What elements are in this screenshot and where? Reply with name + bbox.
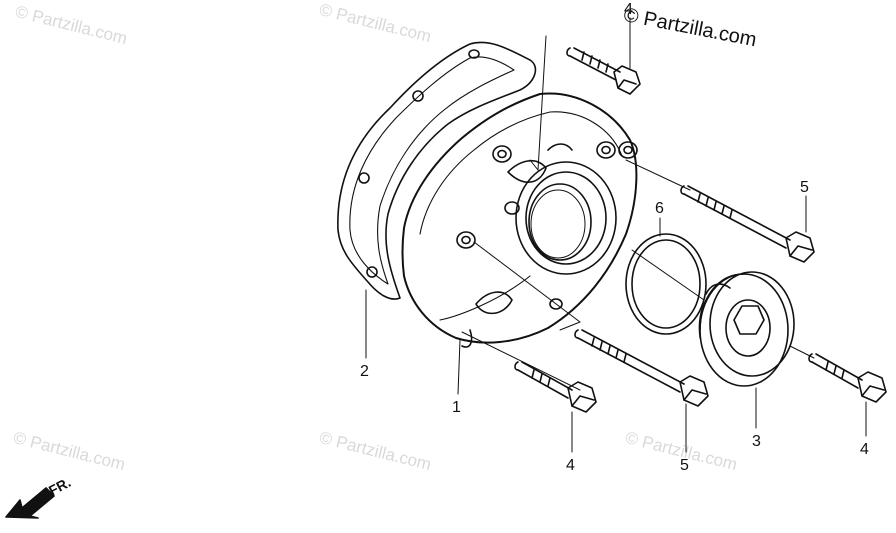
bolt-4-upper <box>566 47 641 95</box>
gasket <box>337 41 537 300</box>
callout-6: 6 <box>655 200 664 217</box>
callout-4: 4 <box>860 441 869 458</box>
leader-lines <box>365 17 867 453</box>
callout-1: 1 <box>452 399 461 416</box>
callout-5: 5 <box>800 179 809 196</box>
cap <box>698 271 795 387</box>
callout-5: 5 <box>680 457 689 474</box>
o-ring <box>625 233 707 335</box>
bolt-4-lower-right <box>808 353 887 403</box>
bolt-5-upper <box>680 185 815 263</box>
callout-2: 2 <box>360 363 369 380</box>
front-arrow-icon <box>5 487 55 519</box>
callout-3: 3 <box>752 433 761 450</box>
bolt-5-lower <box>574 329 709 407</box>
callout-4: 4 <box>566 457 575 474</box>
callout-4: 4 <box>624 1 633 18</box>
bolt-4-lower-left <box>514 361 597 413</box>
cover-body <box>401 92 638 348</box>
